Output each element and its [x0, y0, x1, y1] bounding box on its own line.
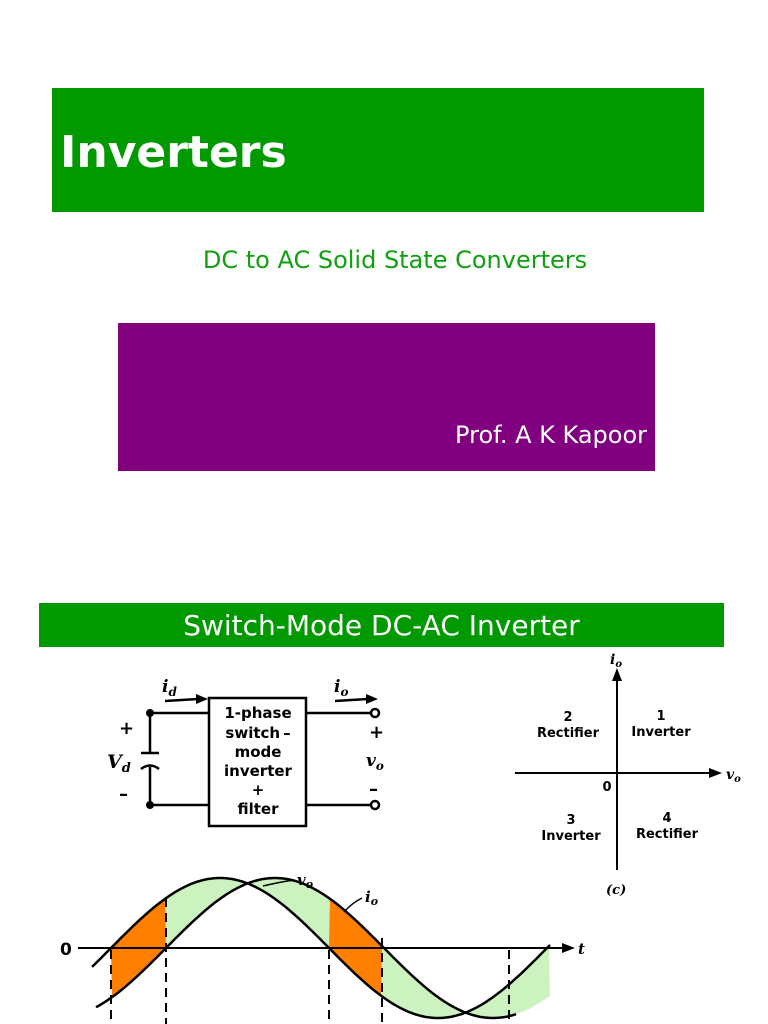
vd-label: Vd — [107, 751, 131, 776]
title-banner — [52, 88, 704, 212]
waveform-diagram — [78, 876, 575, 1024]
quadrant-y-axis-label: io — [610, 652, 622, 670]
io-arrow-icon — [366, 694, 378, 704]
vo-label: vo — [366, 751, 384, 773]
q3-label: Inverter — [541, 829, 601, 844]
output-terminal-top — [369, 707, 381, 719]
y-axis-arrow-icon — [612, 668, 622, 681]
vo-minus-sign: – — [369, 779, 378, 800]
waveform-zero-label: 0 — [60, 940, 72, 960]
id-label: id — [162, 677, 177, 699]
block-line-5: + — [252, 781, 265, 799]
block-line-4: inverter — [224, 762, 293, 780]
x-axis-arrow-icon — [709, 768, 722, 778]
vd-plus-sign: + — [119, 718, 134, 739]
q2-number: 2 — [563, 710, 572, 725]
q1-label: Inverter — [631, 725, 691, 740]
origin-label: 0 — [602, 780, 611, 795]
slide-subtitle: DC to AC Solid State Converters — [202, 246, 588, 274]
q2-label: Rectifier — [537, 726, 600, 741]
author-name: Prof. A K Kapoor — [455, 421, 647, 449]
slide2-title: Switch-Mode DC-AC Inverter — [183, 609, 580, 642]
block-line-6: filter — [237, 800, 279, 818]
waveform-t-label: t — [578, 940, 585, 958]
q4-number: 4 — [662, 811, 671, 826]
io-label: io — [334, 677, 348, 699]
quadrant-diagram — [515, 668, 722, 870]
quadrant-caption: (c) — [606, 883, 626, 898]
block-line-2: switch – — [225, 724, 290, 742]
vo-leader-line — [262, 879, 295, 887]
block-line-3: mode — [235, 743, 282, 761]
vo-plus-sign: + — [369, 722, 384, 743]
slide-title: Inverters — [60, 127, 287, 178]
q4-label: Rectifier — [636, 827, 699, 842]
node-dot-bottom — [146, 801, 154, 809]
vo-curve — [91, 876, 551, 1020]
node-dot-top — [146, 709, 154, 717]
q3-number: 3 — [566, 813, 575, 828]
circuit-diagram — [140, 696, 372, 828]
slide2-title-banner — [39, 603, 724, 647]
io-leader-line — [343, 897, 363, 913]
quadrant-x-axis-label: vo — [726, 767, 741, 785]
output-terminal-bottom — [369, 799, 381, 811]
id-arrow-icon — [196, 694, 208, 704]
waveform-io-label: io — [365, 888, 378, 908]
waveform-vo-label: vo — [297, 871, 313, 891]
inverter-block — [207, 696, 308, 828]
interval-markers — [110, 898, 510, 1024]
author-banner — [118, 323, 655, 471]
q1-number: 1 — [656, 709, 665, 724]
vd-minus-sign: – — [119, 784, 128, 805]
time-axis-arrow-icon — [562, 943, 575, 953]
block-line-1: 1-phase — [224, 704, 291, 722]
